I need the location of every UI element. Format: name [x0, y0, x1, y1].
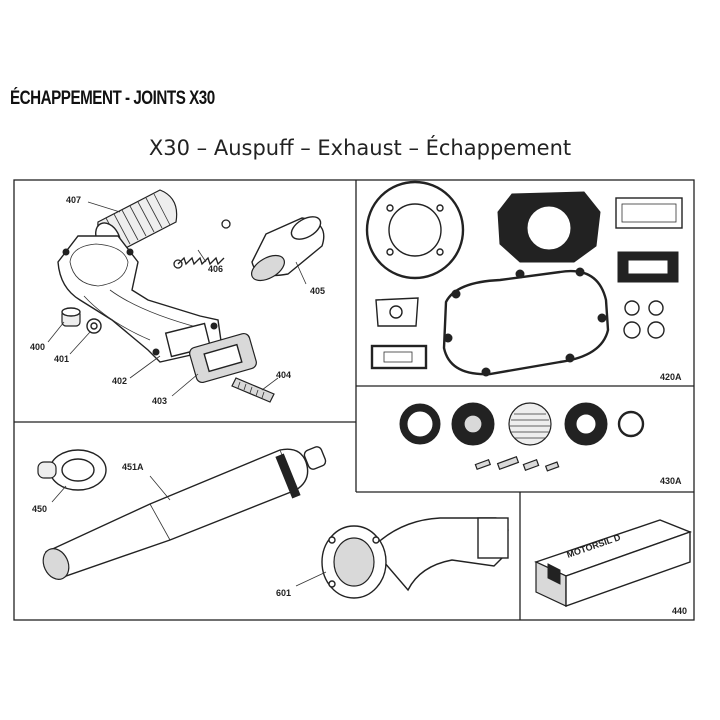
- leader-lines-panel-4: [51, 475, 171, 503]
- callout-402: 402: [112, 376, 127, 386]
- gasket-set-part: [365, 180, 683, 377]
- callout-405: 405: [310, 286, 325, 296]
- exhaust-manifold-part: [57, 235, 223, 363]
- diagram-title: X30 – Auspuff – Exhaust – Échappement: [148, 136, 572, 160]
- header-pipe-part: [321, 517, 509, 599]
- clamp-part: [37, 449, 107, 491]
- leader-601: [295, 571, 327, 587]
- callout-403: 403: [152, 396, 167, 406]
- leader-lines-panel-1: [47, 201, 307, 397]
- callout-450: 450: [32, 504, 47, 514]
- callout-440: 440: [672, 606, 687, 616]
- flange-gasket-part: [189, 332, 257, 384]
- callout-406: 406: [208, 264, 223, 274]
- sealant-box-part: MOTORSIL D: [534, 519, 692, 607]
- washer-part: [86, 318, 102, 334]
- spacer-part: [61, 307, 81, 327]
- callout-404: 404: [276, 370, 291, 380]
- callout-601: 601: [276, 588, 291, 598]
- spring-part: [173, 219, 231, 269]
- mesh-sleeve-part: [251, 216, 325, 282]
- page-heading: ÉCHAPPEMENT - JOINTS X30: [10, 88, 215, 109]
- silencer-part: [42, 446, 327, 580]
- stud-part: [231, 377, 275, 403]
- callout-407: 407: [66, 195, 81, 205]
- callout-451A: 451A: [122, 462, 144, 472]
- panel-frame: [13, 179, 695, 621]
- callout-430A: 430A: [660, 476, 682, 486]
- callout-420A: 420A: [660, 372, 682, 382]
- carburettor-kit-part: [399, 402, 645, 472]
- callout-400: 400: [30, 342, 45, 352]
- callout-401: 401: [54, 354, 69, 364]
